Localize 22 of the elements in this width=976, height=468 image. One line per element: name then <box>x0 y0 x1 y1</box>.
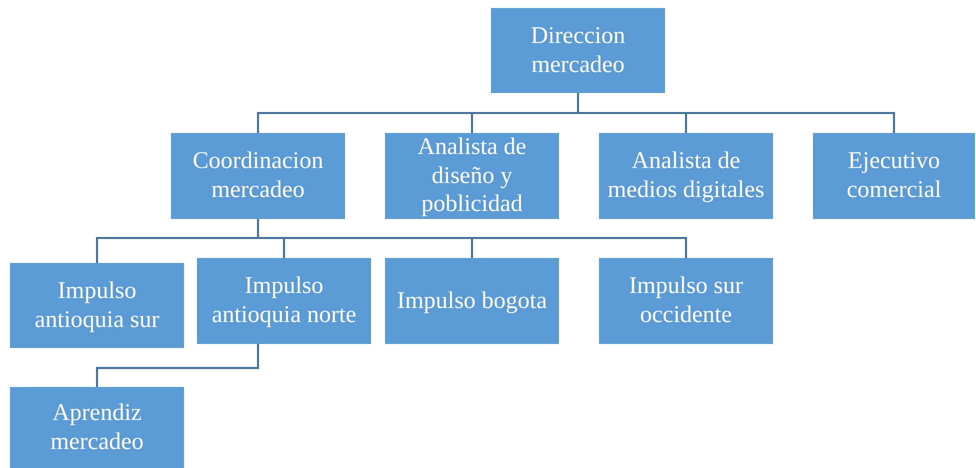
org-box <box>385 133 559 219</box>
org-box <box>813 133 975 219</box>
box-label: Impulso antioquia norte <box>210 272 358 330</box>
org-box <box>385 258 559 344</box>
box-label: Impulso antioquia sur <box>34 276 160 334</box>
org-box <box>599 133 773 219</box>
org-box <box>491 8 665 93</box>
org-box <box>599 258 773 344</box>
org-box <box>10 263 184 348</box>
box-label: Direccion mercadeo <box>530 22 626 80</box>
box-label: Aprendiz mercadeo <box>49 398 145 456</box>
org-box <box>10 387 184 468</box>
box-label: Impulso sur occidente <box>628 272 744 330</box>
box-label: Impulso bogota <box>396 286 548 316</box>
connector-line <box>96 344 259 387</box>
box-label: Analista de diseño y poblicidad <box>416 132 528 220</box>
box-label: Coordinacion mercadeo <box>192 147 324 205</box>
org-box <box>171 133 345 219</box>
org-box <box>197 258 371 344</box>
connector-line <box>577 93 895 133</box>
box-label: Ejecutivo comercial <box>846 147 942 205</box>
box-label: Analista de medios digitales <box>606 147 766 205</box>
